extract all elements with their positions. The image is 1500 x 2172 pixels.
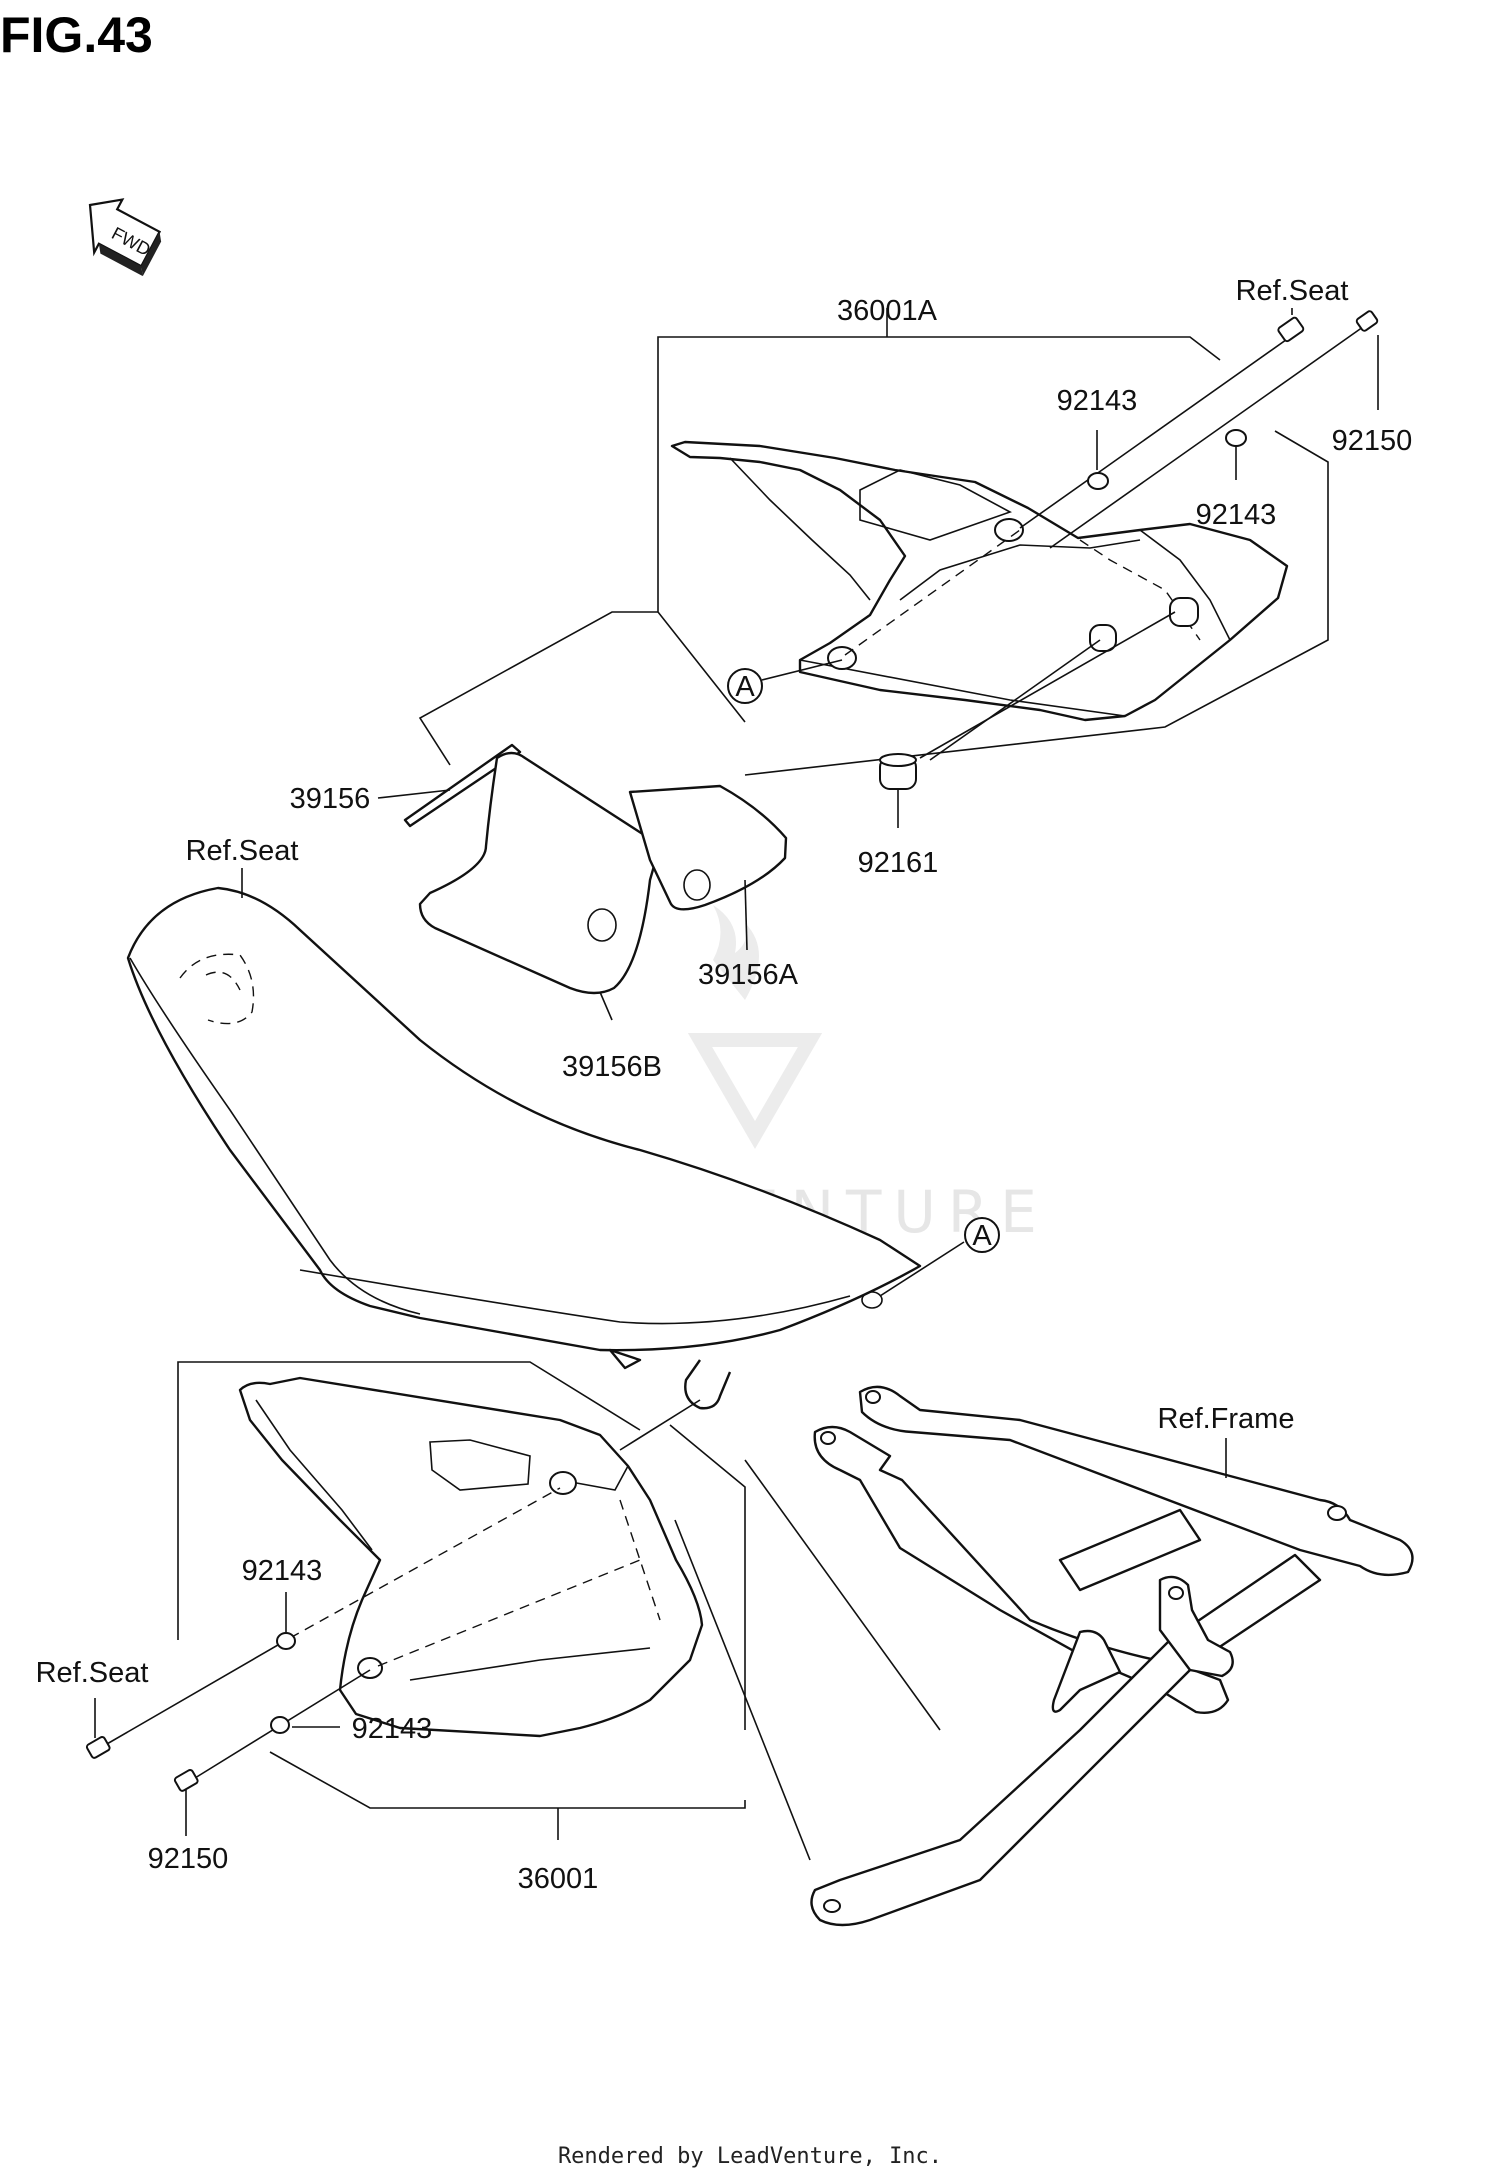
- label-92150-top: 92150: [1332, 425, 1413, 457]
- collar-top-right-icon: [1225, 429, 1247, 447]
- frame-upper-rail: [858, 1385, 1414, 1577]
- label-36001a: 36001A: [837, 295, 938, 327]
- label-92143-bottom-lower: 92143: [352, 1713, 433, 1745]
- bracket-36001a: [657, 336, 1221, 723]
- bushing-right: [1169, 597, 1199, 627]
- label-92143-top-right: 92143: [1196, 499, 1277, 531]
- bolt-92150-top-icon: [1355, 310, 1379, 332]
- svg-text:A: A: [972, 1220, 992, 1252]
- label-ref-seat-bottom: Ref.Seat: [36, 1657, 149, 1689]
- svg-text:A: A: [735, 671, 755, 703]
- seat-group: A Ref.Seat: [126, 835, 1000, 1410]
- bushing-left: [1089, 624, 1117, 652]
- decal-39156: [403, 743, 522, 828]
- bracket-36001-right: [669, 1424, 746, 1730]
- collar-bottom-upper-icon: [276, 1632, 296, 1650]
- frame-cross-member: [1058, 1508, 1202, 1592]
- label-ref-seat-mid: Ref.Seat: [186, 835, 299, 867]
- ref-seat-bolt-top-icon: [1277, 316, 1305, 343]
- ref-seat-bolt-bottom-icon: [85, 1736, 111, 1759]
- frame-bracket-mid: [1158, 1575, 1234, 1678]
- label-92143-bottom-upper: 92143: [242, 1555, 323, 1587]
- collar-top-left-icon: [1087, 472, 1109, 490]
- bracket-decals: [418, 611, 658, 766]
- decal-39156a: [628, 784, 788, 911]
- figure-title: FIG.43: [0, 7, 153, 63]
- bolt-92150-bottom-icon: [173, 1769, 199, 1792]
- label-39156b: 39156B: [562, 1051, 662, 1083]
- fwd-arrow-icon: FWD: [88, 198, 162, 277]
- seat-cover-a-group: A 36001A Ref.Seat 92143 92150 92143 9216…: [657, 275, 1413, 879]
- label-39156a: 39156A: [698, 959, 799, 991]
- decals-group: 39156 39156A 39156B: [290, 611, 799, 1083]
- connector-a-upper: [727, 668, 763, 704]
- seat-cover-group: 92143 92143 Ref.Seat 92150 36001: [36, 1361, 941, 1895]
- collar-bottom-lower-icon: [270, 1716, 290, 1734]
- label-ref-frame: Ref.Frame: [1158, 1403, 1295, 1435]
- label-92143-top-left: 92143: [1057, 385, 1138, 417]
- seat-cover: [238, 1376, 704, 1738]
- frame-diagonal-rail: [810, 1553, 1322, 1927]
- connector-a-lower: [964, 1217, 1000, 1253]
- frame-bracket-low: [1051, 1629, 1122, 1713]
- damper-92161-icon: [879, 753, 917, 790]
- bracket-36001-left: [177, 1361, 641, 1640]
- frame-group: Ref.Frame: [810, 1385, 1414, 1927]
- seat: [126, 886, 922, 1352]
- bracket-36001a-right: [744, 430, 1329, 776]
- footer-credit: Rendered by LeadVenture, Inc.: [558, 2144, 942, 2169]
- label-92150-bottom: 92150: [148, 1843, 229, 1875]
- label-ref-seat-top: Ref.Seat: [1236, 275, 1349, 307]
- bracket-36001-bottom: [269, 1751, 746, 1809]
- label-36001: 36001: [518, 1863, 599, 1895]
- label-92161: 92161: [858, 847, 939, 879]
- label-39156: 39156: [290, 783, 371, 815]
- seat-hook: [684, 1359, 732, 1410]
